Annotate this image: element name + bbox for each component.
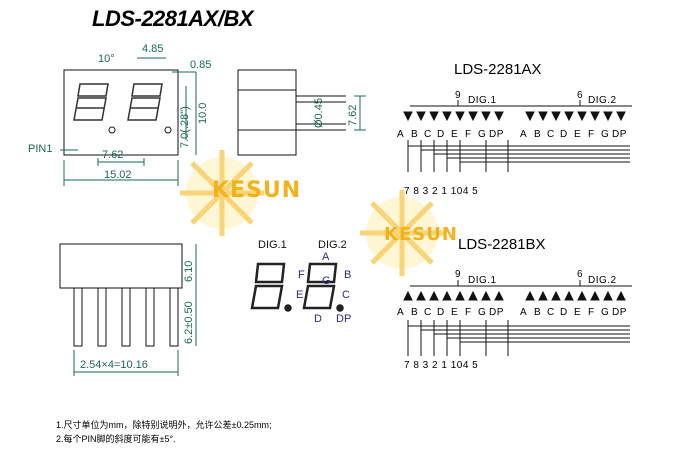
ax-wires [407,140,630,172]
ax-seg-13: F [588,129,595,140]
watermark-burst-right [360,190,444,276]
bx-pin-numbers: 7 8 3 2 1 104 5 [404,360,479,371]
bx-seg-0: A [397,307,405,318]
dim-pitch: 7.62 [102,149,124,161]
schematic-ax [403,100,632,172]
note-1: 1.尺寸单位为mm，除特别说明外，允许公差±0.25mm; [56,420,272,430]
ax-seg-15: DP [612,129,627,140]
dim-body-height: 6.10 [183,260,195,282]
ax-seg-14: G [601,129,610,140]
bx-seg-7: DP [489,307,504,318]
ax-seg-4: E [451,129,459,140]
ax-seg-3: D [437,129,445,140]
dim-height-inner: 7.0(.28") [179,106,191,148]
segment-d-label: D [314,313,322,325]
bx-seg-10: C [547,307,555,318]
bx-dig1-pin: 9 [455,269,462,280]
bottom-leads [73,287,179,347]
ax-diodes [403,111,626,122]
ax-dig2-label: DIG.2 [588,95,617,106]
dim-lead-length: 6.2±0.50 [183,301,195,344]
bottom-view [59,243,197,376]
schematic-bx [403,280,632,356]
watermark-kesun-left: KESUN [212,178,302,203]
schematic-ax-title: LDS-2281AX [454,61,542,78]
dim-bottom-pitch: 2.54×4=10.16 [80,359,148,371]
bx-diodes [403,290,626,301]
bx-seg-8: A [520,307,528,318]
ax-seg-5: F [465,129,472,140]
side-view [237,69,366,156]
ax-seg-10: C [547,129,555,140]
segment-b-label: B [344,269,352,281]
bx-seg-4: E [451,307,459,318]
ax-pin-numbers: 7 8 3 2 1 104 5 [404,186,479,197]
watermark-burst-left [180,150,264,236]
bx-seg-1: B [411,307,419,318]
segment-a-label: A [322,251,330,263]
segment-dp-label: DP [336,313,352,325]
bx-seg-3: D [437,307,445,318]
segment-f-label: F [298,269,305,281]
segment-c-label: C [342,289,350,301]
note-2: 2.每个PIN脚的斜度可能有±5°. [56,434,176,444]
dim-depth: 7.62 [347,104,359,126]
bx-dig1-label: DIG.1 [468,275,497,286]
dim-top-width: 4.85 [142,43,164,55]
page-title: LDS-2281AX/BX [92,6,254,31]
bx-seg-2: C [424,307,432,318]
bx-wires [407,320,630,356]
front-digit-2 [127,83,163,121]
ax-seg-7: DP [489,129,504,140]
bx-seg-13: F [588,307,595,318]
ax-dig2-pin: 6 [577,90,584,101]
bx-seg-15: DP [612,307,627,318]
bx-seg-5: F [465,307,472,318]
front-view [60,57,197,186]
pin1-label: PIN1 [28,143,53,155]
segment-e-label: E [296,289,304,301]
bx-seg-6: G [478,307,487,318]
ax-seg-6: G [478,129,487,140]
digit-1-label: DIG.1 [258,239,287,251]
ax-seg-11: D [560,129,568,140]
ax-dig1-label: DIG.1 [468,95,497,106]
bx-dig2-label: DIG.2 [588,275,617,286]
ax-dig1-pin: 9 [455,90,462,101]
bx-dig2-pin: 6 [577,269,584,280]
schematic-bx-title: LDS-2281BX [458,236,546,253]
watermark-kesun-right: KESUN [384,224,458,245]
ax-seg-1: B [411,129,419,140]
dim-width: 15.02 [104,169,132,181]
bx-seg-14: G [601,307,610,318]
segment-g-label: G [322,275,331,287]
ax-seg-8: A [520,129,528,140]
center-digits [250,262,344,312]
bx-seg-9: B [534,307,542,318]
front-digit-1 [73,83,109,121]
digit-2-label: DIG.2 [318,239,347,251]
dim-right-top: 0.85 [190,59,212,71]
bx-seg-12: E [574,307,582,318]
dim-diameter: Ø0.45 [313,98,325,128]
ax-seg-2: C [424,129,432,140]
dim-angle: 10° [98,53,115,65]
ax-seg-0: A [397,129,405,140]
ax-seg-9: B [534,129,542,140]
ax-seg-12: E [574,129,582,140]
bx-seg-11: D [560,307,568,318]
dim-height-outer: 10.0 [197,102,209,124]
